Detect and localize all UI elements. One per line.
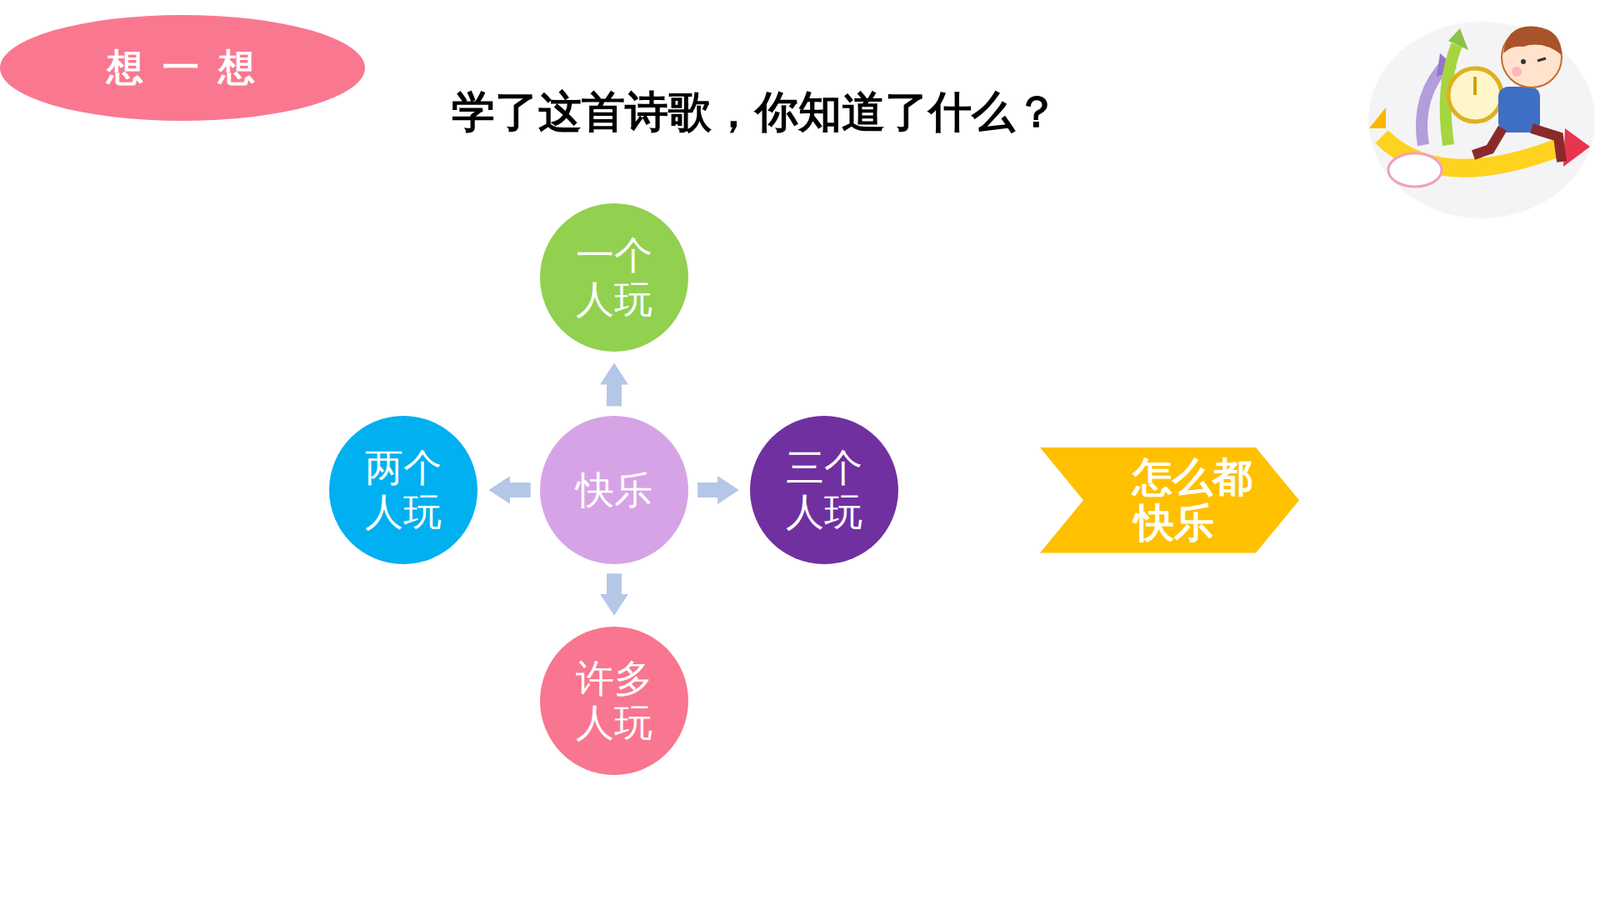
node-label: 想 一 想 <box>106 46 260 90</box>
cloud-ground <box>1368 21 1595 219</box>
boy-leg <box>1531 128 1562 162</box>
boy-wink <box>1537 58 1546 61</box>
topic-circle: 两个 人玩 <box>329 415 478 565</box>
circle-fill <box>540 203 689 352</box>
circle-fill <box>540 415 689 565</box>
heading: 学了这首诗歌，你知道了什么？ <box>451 83 1059 142</box>
boy-hair <box>1503 26 1562 55</box>
cartoon-illustration <box>1365 3 1599 229</box>
node-label: 许多 人玩 <box>574 656 655 745</box>
boy-eye <box>1520 59 1526 65</box>
text-group: 快乐 <box>574 468 655 513</box>
topic-circle: 许多 人玩 <box>540 626 689 775</box>
section-badge: 想 一 想 <box>0 15 365 121</box>
node-label: 怎么都 快乐 <box>1132 454 1217 546</box>
conclusion-chevron: 怎么都 快乐 <box>1040 447 1300 553</box>
text-group: 许多 人玩 <box>574 656 655 745</box>
text-group: 想 一 想 <box>106 46 260 90</box>
center-circle: 快乐 <box>540 415 689 565</box>
clock-hand <box>1473 76 1477 95</box>
boy-leg <box>1473 128 1503 155</box>
ellipse-fill <box>0 15 365 121</box>
circle-fill <box>540 626 689 775</box>
boy-cheek <box>1511 66 1522 77</box>
chevron-fill <box>1040 447 1300 553</box>
text-group: 怎么都 快乐 <box>1132 454 1217 546</box>
yellow-arrowhead <box>1369 107 1386 129</box>
circle-fill <box>750 415 899 565</box>
block-arrow <box>606 383 622 407</box>
clock <box>1448 68 1502 122</box>
go-cloud <box>1388 153 1442 187</box>
node-label: 快乐 <box>574 468 655 513</box>
topic-circle: 三个 人玩 <box>750 415 899 565</box>
text-group: 一个 人玩 <box>574 233 655 322</box>
green-arrowhead <box>1448 28 1469 50</box>
node-label: 两个 人玩 <box>363 445 445 535</box>
text-group: 三个 人玩 <box>784 445 865 535</box>
node-label: 一个 人玩 <box>574 233 655 322</box>
block-arrow <box>697 482 720 498</box>
block-arrow <box>606 573 622 596</box>
topic-circle: 一个 人玩 <box>540 203 689 352</box>
red-arrowhead <box>1563 128 1590 167</box>
text-group: 两个 人玩 <box>363 445 445 535</box>
node-label: 三个 人玩 <box>784 445 865 535</box>
block-arrow <box>508 482 531 498</box>
circle-fill <box>329 415 478 565</box>
